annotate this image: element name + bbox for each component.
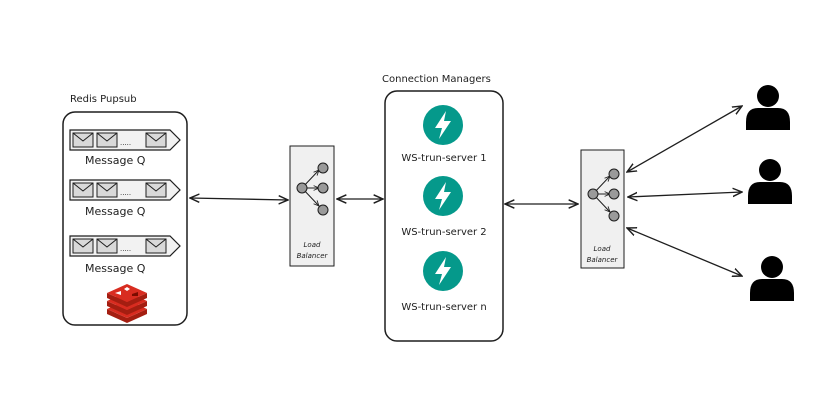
lb-left-line2: Balancer xyxy=(297,252,329,260)
queue-dots: ..... xyxy=(120,139,131,147)
queue-label: Message Q xyxy=(85,205,146,218)
server-1: WS-trun-server 1 xyxy=(401,105,487,164)
server-n: WS-trun-server n xyxy=(401,251,487,313)
lb-right-line2: Balancer xyxy=(587,256,619,264)
queue-label: Message Q xyxy=(85,262,146,275)
redis-logo-icon xyxy=(107,284,147,323)
connection-managers-container xyxy=(384,90,504,342)
queue-label: Message Q xyxy=(85,154,146,167)
arrow-lb-user-3 xyxy=(627,228,742,276)
load-balancer-left: Load Balancer xyxy=(289,145,335,267)
arrow-lb-user-1 xyxy=(627,106,742,172)
user-icon xyxy=(746,85,790,130)
user-icon xyxy=(748,159,792,204)
message-queue-1: ..... Message Q xyxy=(69,129,181,167)
server-label: WS-trun-server 1 xyxy=(401,153,486,164)
redis-container xyxy=(62,111,188,326)
redis-title: Redis Pupsub xyxy=(70,94,137,105)
queue-dots: ..... xyxy=(120,245,131,253)
server-label: WS-trun-server 2 xyxy=(401,227,486,238)
lb-right-line1: Load xyxy=(594,245,611,253)
server-label: WS-trun-server n xyxy=(401,302,486,313)
arrow-lb-user-2 xyxy=(628,192,742,197)
message-queue-3: ..... Message Q xyxy=(69,235,181,275)
user-icon xyxy=(750,256,794,301)
fastapi-bolt-icon xyxy=(423,176,463,216)
fastapi-bolt-icon xyxy=(423,105,463,145)
queue-dots: ..... xyxy=(120,189,131,197)
arrow-redis-lb xyxy=(190,198,288,200)
server-2: WS-trun-server 2 xyxy=(401,176,487,238)
connection-managers-title: Connection Managers xyxy=(382,74,491,85)
message-queue-2: ..... Message Q xyxy=(69,179,181,218)
load-balancer-right: Load Balancer xyxy=(580,149,625,269)
connectors xyxy=(190,106,742,276)
fastapi-bolt-icon xyxy=(423,251,463,291)
lb-left-line1: Load xyxy=(304,241,321,249)
